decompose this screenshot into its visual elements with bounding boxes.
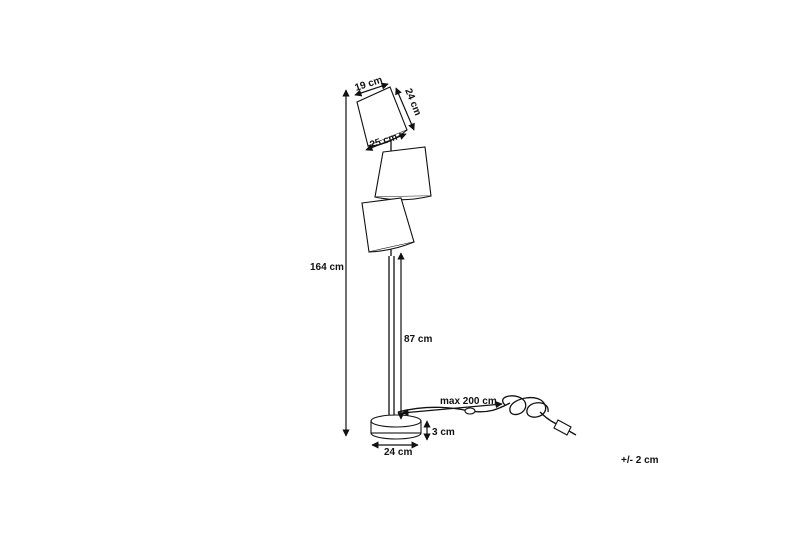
dimension-lines [342, 82, 503, 449]
label-base-height: 3 cm [432, 427, 455, 438]
label-pole-height: 87 cm [404, 334, 432, 345]
plug-body [553, 419, 572, 436]
dim-cable-length [401, 400, 503, 417]
base-top [370, 414, 422, 428]
cable-switch [464, 407, 476, 415]
middle-shade [374, 146, 432, 198]
dimension-labels: 164 cm 19 cm 24 cm 25 cm 87 cm max 200 c… [310, 75, 659, 466]
label-base-width: 24 cm [384, 447, 412, 458]
label-shade-height: 24 cm [402, 87, 423, 118]
plug-prong [568, 430, 577, 436]
dim-shade-height [395, 87, 415, 131]
label-total-height: 164 cm [310, 262, 344, 273]
bottom-shade-rim [368, 241, 415, 253]
label-tolerance: +/- 2 cm [621, 455, 659, 466]
cable-coil [502, 395, 549, 418]
dim-shade-bottom [365, 133, 407, 151]
dim-shade-top [354, 82, 389, 97]
lamp-illustration [356, 86, 577, 440]
label-cable-length: max 200 cm [440, 396, 497, 407]
middle-shade-rim [374, 195, 432, 201]
